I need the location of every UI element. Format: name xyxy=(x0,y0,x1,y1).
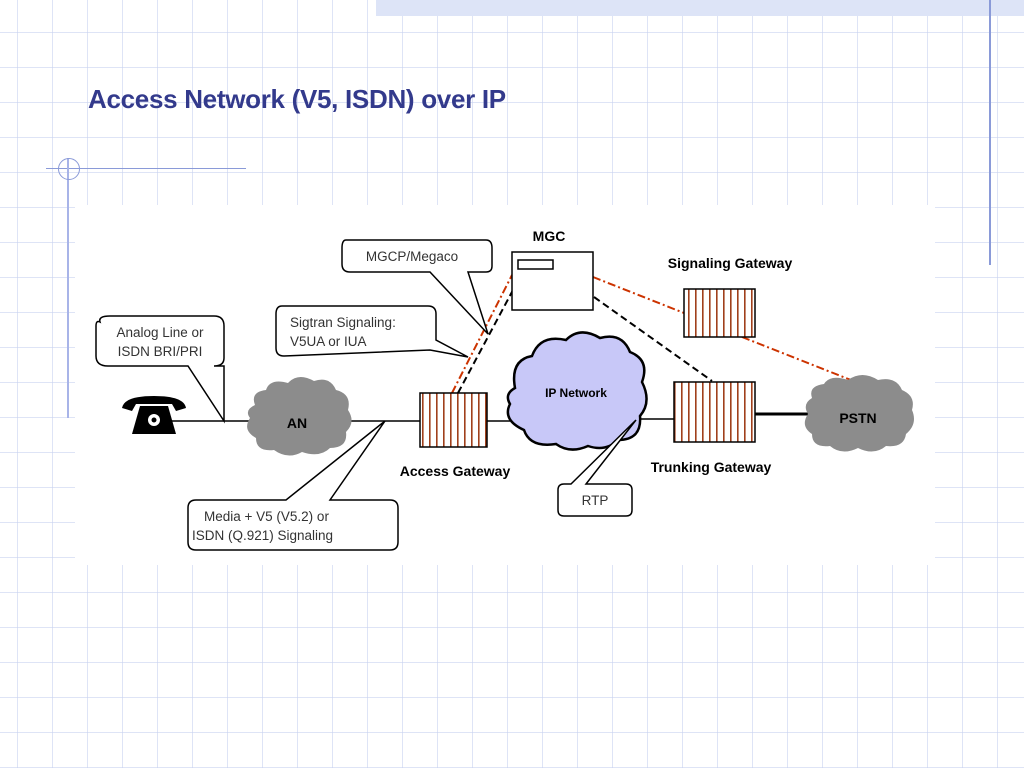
callout-mgcp-line1: MGCP/Megaco xyxy=(366,249,458,264)
callout-mgcp: MGCP/Megaco xyxy=(341,239,493,335)
megaco-line-mgc-tg xyxy=(593,296,713,382)
callout-rtp-line1: RTP xyxy=(582,493,609,508)
callout-analog-line: Analog Line or ISDN BRI/PRI xyxy=(95,315,225,424)
access-gateway xyxy=(419,392,488,448)
access-gateway-label: Access Gateway xyxy=(400,463,511,479)
signaling-gateway-label: Signaling Gateway xyxy=(668,255,793,271)
ip-network-label: IP Network xyxy=(545,386,607,400)
mgc-slot-icon xyxy=(517,259,554,270)
callout-media-line2: ISDN (Q.921) Signaling xyxy=(192,528,333,543)
callout-sigtran-line1: Sigtran Signaling: xyxy=(290,315,396,330)
callout-rtp: RTP xyxy=(557,419,637,517)
callout-media-v5: Media + V5 (V5.2) or ISDN (Q.921) Signal… xyxy=(187,420,399,551)
left-accent-vline xyxy=(67,158,69,418)
telephone-icon xyxy=(122,396,186,434)
sigtran-line-sg-pstn xyxy=(741,336,857,383)
callout-analog-line2: ISDN BRI/PRI xyxy=(118,344,203,359)
trunking-gateway-label: Trunking Gateway xyxy=(651,459,772,475)
top-accent-band xyxy=(376,0,1024,16)
mgc-box xyxy=(511,251,594,311)
right-accent-line xyxy=(989,0,991,265)
an-cloud: AN xyxy=(247,376,352,456)
ip-network-cloud: IP Network xyxy=(506,331,648,451)
callout-sigtran: Sigtran Signaling: V5UA or IUA xyxy=(275,305,469,358)
left-accent-circle xyxy=(58,158,80,180)
trunking-gateway xyxy=(673,381,756,443)
signaling-gateway xyxy=(683,288,756,338)
callout-sigtran-line2: V5UA or IUA xyxy=(290,334,367,349)
sigtran-line-ag-mgc xyxy=(451,274,513,394)
mgc-label: MGC xyxy=(533,228,566,244)
megaco-line-ag-mgc xyxy=(457,289,514,394)
left-accent-hline xyxy=(46,168,246,169)
pstn-cloud: PSTN xyxy=(804,375,914,452)
callout-media-line1: Media + V5 (V5.2) or xyxy=(204,509,329,524)
callout-analog-line1: Analog Line or xyxy=(116,325,204,340)
slide-title: Access Network (V5, ISDN) over IP xyxy=(88,84,506,114)
an-label: AN xyxy=(287,415,307,431)
pstn-label: PSTN xyxy=(839,410,876,426)
sigtran-line-mgc-sg xyxy=(592,276,685,314)
